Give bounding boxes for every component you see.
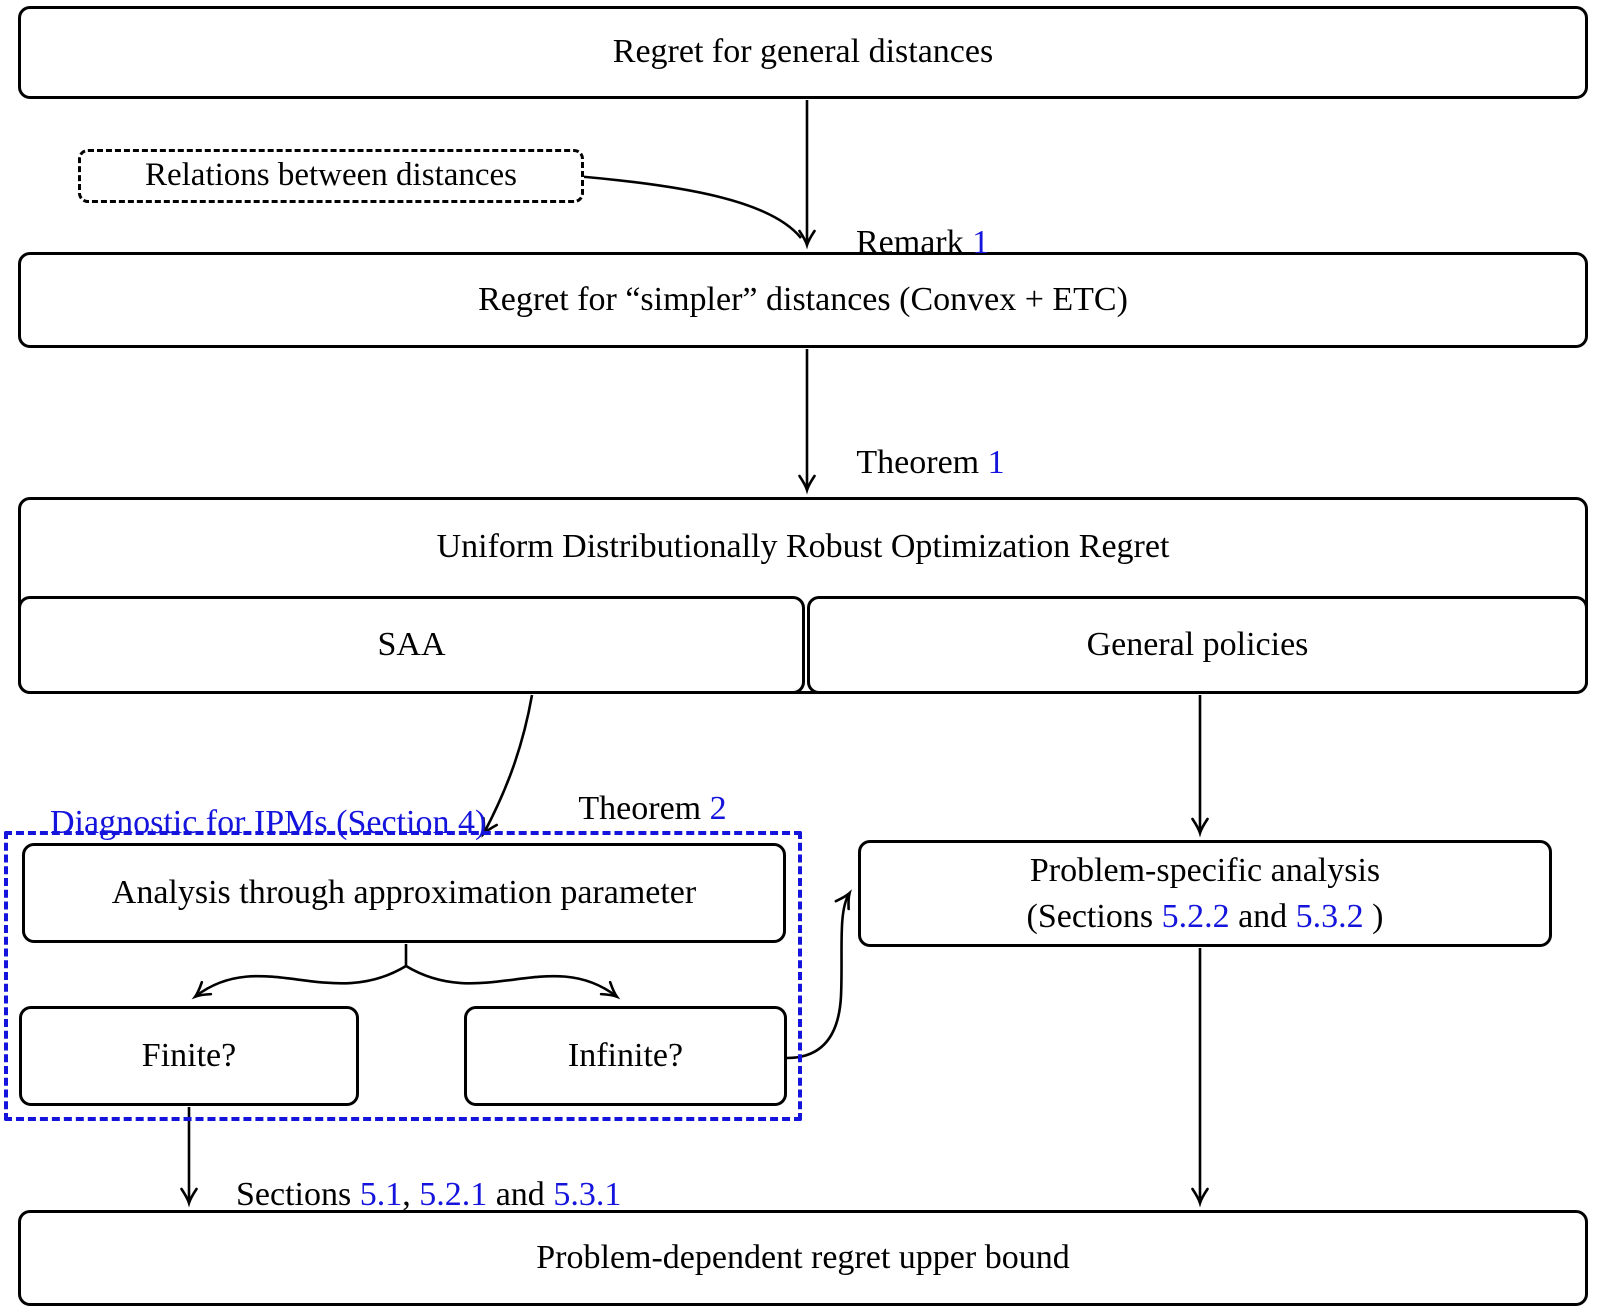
sections-prefix: Sections: [236, 1176, 360, 1214]
sections-sep2: and: [487, 1176, 554, 1214]
node-infinite-label: Infinite?: [567, 1036, 684, 1074]
sections-sep1: ,: [402, 1176, 420, 1214]
node-regret-general-distances-label: Regret for general distances: [612, 33, 994, 71]
node-analysis-approximation-parameter: Analysis through approximation parameter: [22, 843, 786, 943]
remark-prefix: Remark: [856, 224, 973, 262]
node-finite: Finite?: [19, 1006, 359, 1106]
node-problem-dependent-bound: Problem-dependent regret upper bound: [18, 1210, 1588, 1306]
edge-label-theorem-1: Theorem 1: [823, 404, 1005, 521]
node-regret-simpler-distances: Regret for “simpler” distances (Convex +…: [18, 252, 1588, 348]
group-diagnostic-ipms: [4, 831, 802, 1121]
node-regret-general-distances: Regret for general distances: [18, 6, 1588, 99]
theorem1-ref[interactable]: 1: [987, 444, 1005, 482]
section-ref-5-3-1[interactable]: 5.3.1: [553, 1176, 622, 1214]
node-problem-specific-analysis-line1: Problem-specific analysis: [1029, 851, 1381, 889]
remark-ref-1[interactable]: 1: [972, 224, 990, 262]
edge-analysis-to-infinite: [405, 964, 621, 1000]
node-relations-between-distances-label: Relations between distances: [144, 157, 518, 194]
ps-section-ref-5-2-2[interactable]: 5.2.2: [1161, 897, 1230, 935]
node-saa: SAA: [18, 596, 805, 694]
node-problem-specific-analysis-line2: (Sections 5.2.2 and 5.3.2 ): [1027, 894, 1384, 940]
node-finite-label: Finite?: [141, 1036, 237, 1074]
node-regret-simpler-distances-label: Regret for “simpler” distances (Convex +…: [478, 280, 1128, 318]
node-udro-regret-label: Uniform Distributionally Robust Optimiza…: [436, 528, 1170, 565]
edge-saa-to-analysis: [481, 694, 534, 838]
theorem2-ref[interactable]: 2: [709, 790, 727, 828]
ps-sections-suffix: ): [1363, 897, 1384, 935]
edge-infinite-to-problemspecific: [786, 889, 852, 1060]
theorem2-prefix: Theorem: [578, 790, 710, 828]
node-analysis-approximation-parameter-label: Analysis through approximation parameter: [111, 873, 697, 911]
node-general-policies-label: General policies: [1086, 625, 1309, 663]
node-infinite: Infinite?: [464, 1006, 787, 1106]
edge-label-theorem-2: Theorem 2: [545, 750, 727, 867]
ps-section-ref-5-3-2[interactable]: 5.3.2: [1295, 897, 1364, 935]
section-ref-5-2-1[interactable]: 5.2.1: [419, 1176, 488, 1214]
node-general-policies: General policies: [807, 596, 1588, 694]
ps-sections-prefix: (Sections: [1026, 897, 1162, 935]
theorem1-prefix: Theorem: [856, 444, 988, 482]
node-problem-specific-analysis: Problem-specific analysis (Sections 5.2.…: [858, 840, 1552, 947]
ps-sections-sep: and: [1229, 897, 1296, 935]
edge-analysis-to-finite: [191, 964, 407, 1000]
node-problem-dependent-bound-label: Problem-dependent regret upper bound: [536, 1238, 1070, 1276]
node-relations-between-distances: Relations between distances: [78, 149, 584, 203]
edge-label-remark-1: Remark 1: [822, 184, 989, 301]
edge-relations-curve: [561, 173, 803, 239]
node-saa-label: SAA: [377, 625, 446, 663]
section-ref-5-1[interactable]: 5.1: [359, 1176, 403, 1214]
edge-label-sections: Sections 5.1, 5.2.1 and 5.3.1: [202, 1136, 621, 1253]
